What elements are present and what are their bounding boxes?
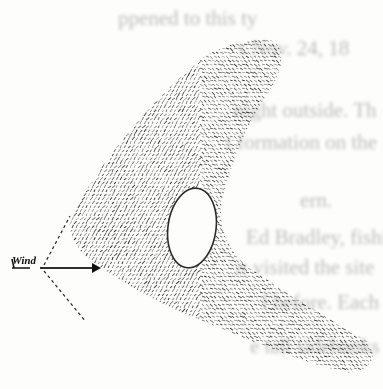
arrow-right-icon — [92, 263, 101, 273]
wind-indicator: Wind — [12, 216, 101, 322]
snowdrift-hatching — [60, 32, 383, 379]
lower-dashed-line — [44, 271, 86, 322]
wind-label: Wind — [12, 255, 37, 267]
upper-dashed-line — [44, 216, 70, 265]
